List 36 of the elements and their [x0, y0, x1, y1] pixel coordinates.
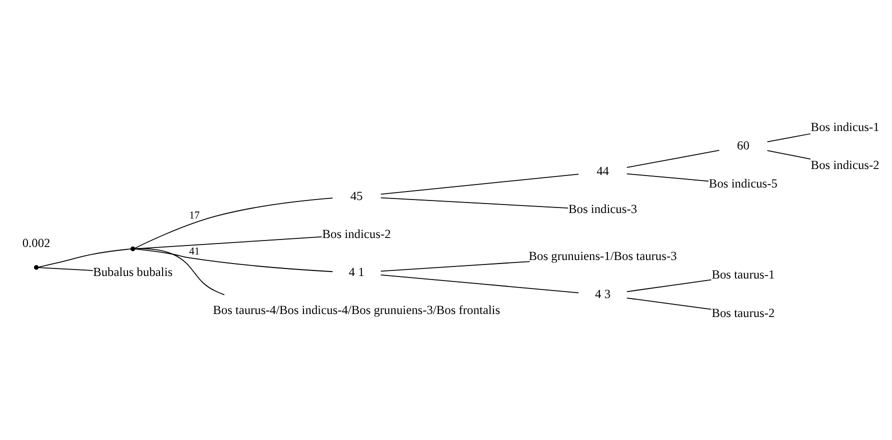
node-point	[34, 264, 39, 270]
connector	[38, 248, 132, 268]
connector	[380, 274, 579, 293]
connector	[626, 149, 720, 168]
connector	[134, 197, 334, 248]
connector	[134, 248, 334, 272]
connector	[380, 196, 569, 208]
connector	[38, 266, 94, 271]
connector	[766, 150, 811, 159]
node-text: Bos taurus-4/Bos indicus-4/Bos grunuiens-3/Bos frontalis	[213, 302, 500, 317]
node-text: Bos indicus-3	[568, 202, 638, 216]
node-point	[130, 246, 136, 251]
edge-label: 17	[189, 210, 200, 221]
node-text: Bos indicus-5	[708, 176, 778, 190]
node-text: 60	[737, 138, 750, 152]
node-text: Bubalus bubalis	[93, 264, 173, 279]
connector	[380, 260, 530, 272]
connector	[626, 278, 712, 292]
label: 0.002	[22, 235, 50, 250]
node-text: 4 3	[595, 286, 611, 301]
connector	[766, 132, 811, 142]
connector	[626, 172, 710, 182]
node-text: Bos indicus-1	[810, 119, 880, 134]
node-text: Bos taurus-1	[712, 267, 775, 282]
connector	[380, 173, 579, 194]
edge-label: 41	[189, 246, 200, 258]
node-text: 44	[596, 164, 609, 178]
connector	[626, 297, 712, 310]
node-text: Bos indicus-2	[322, 226, 391, 240]
connector	[134, 248, 225, 295]
node-text: Bos indicus-2	[810, 157, 880, 172]
connector	[134, 236, 322, 249]
node-text: Bos taurus-2	[712, 305, 775, 320]
node-text: 4 1	[348, 264, 364, 279]
node-text: 45	[350, 188, 363, 202]
node-text: Bos grunuiens-1/Bos taurus-3	[528, 248, 677, 263]
